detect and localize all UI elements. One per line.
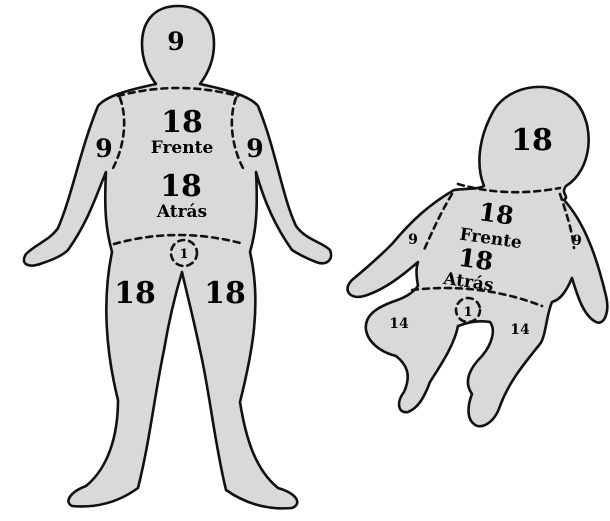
- adult-back-percent: 18: [160, 169, 202, 204]
- child-front-percent: 18: [477, 197, 515, 231]
- child-head-percent: 18: [511, 123, 553, 158]
- adult-right-leg-percent: 18: [204, 276, 246, 311]
- adult-body-outline: [24, 6, 331, 508]
- child-genital-percent: 1: [463, 305, 472, 320]
- adult-front-label: Frente: [151, 138, 214, 158]
- child-right-arm-percent: 9: [572, 233, 582, 249]
- child-figure: 18 18 Frente 18 Atrás 9 9 1 14 14: [348, 87, 608, 426]
- adult-back-label: Atrás: [156, 202, 207, 222]
- adult-head-percent: 9: [167, 27, 184, 56]
- adult-left-leg-percent: 18: [114, 276, 156, 311]
- adult-genital-percent: 1: [179, 247, 188, 262]
- child-left-leg-percent: 14: [389, 316, 409, 332]
- adult-figure: 9 9 9 18 Frente 18 Atrás 1 18 18: [24, 6, 331, 508]
- adult-right-arm-percent: 9: [246, 134, 263, 163]
- child-right-leg-percent: 14: [510, 322, 530, 338]
- adult-left-arm-percent: 9: [95, 134, 112, 163]
- child-left-arm-percent: 9: [408, 232, 418, 248]
- adult-front-percent: 18: [161, 105, 203, 140]
